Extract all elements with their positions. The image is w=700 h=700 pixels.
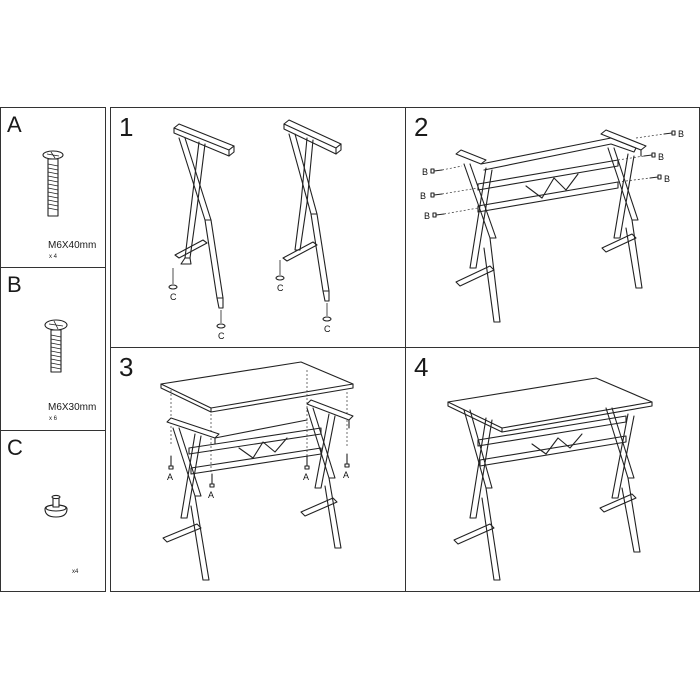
bolt-b-3 [617, 152, 656, 161]
bolt-b-1 [635, 130, 676, 139]
step-1-leg-frames: C C C C [168, 119, 342, 341]
step-1-number: 1 [119, 112, 134, 142]
part-panel-a: A M6X40mm x 4 [0, 107, 106, 268]
label-b-2: B [422, 167, 428, 177]
glide-c-2 [216, 310, 226, 329]
step-3-number: 3 [119, 352, 134, 382]
step-3-panel: 3 A A A A [110, 347, 406, 592]
step-2-frame-assembly: B B B B B B [420, 129, 684, 323]
part-qty-a: x 4 [49, 254, 58, 260]
glide-c-3 [275, 260, 285, 281]
label-b-3: B [658, 152, 664, 162]
label-c-4: C [324, 324, 331, 334]
glide-c-1 [168, 268, 178, 290]
bolt-b-4 [617, 174, 662, 183]
bolt-b-5 [430, 187, 479, 198]
part-size-b: M6X30mm [48, 402, 97, 413]
part-panel-b: B M6X30mm x 6 [0, 267, 106, 431]
step-2-panel: 2 B B B B B B [405, 107, 700, 348]
label-b-1: B [678, 129, 684, 139]
step-2-number: 2 [414, 112, 429, 142]
bolt-m6x30-icon [44, 319, 68, 373]
screw-a-1 [168, 455, 174, 470]
glide-foot-icon [44, 494, 68, 518]
bolt-b-2 [430, 165, 463, 174]
label-a-1: A [167, 472, 173, 482]
screw-a-4 [344, 453, 350, 468]
glide-c-4 [322, 303, 332, 322]
label-b-5: B [420, 191, 426, 201]
part-size-a: M6X40mm [48, 240, 97, 251]
part-letter-b: B [7, 272, 22, 297]
step-3-top-assembly: A A A A [160, 361, 354, 581]
part-qty-c: x4 [72, 569, 79, 575]
bolt-m6x40-icon [42, 150, 64, 217]
step-1-panel: 1 C C C C [110, 107, 406, 348]
part-panel-c: C x4 [0, 430, 106, 592]
screw-a-3 [304, 455, 310, 470]
part-letter-a: A [7, 112, 22, 137]
label-c-2: C [218, 331, 225, 341]
label-a-4: A [343, 470, 349, 480]
part-qty-b: x 6 [49, 416, 58, 422]
step-4-number: 4 [414, 352, 429, 382]
label-a-3: A [303, 472, 309, 482]
label-a-2: A [208, 490, 214, 500]
label-b-4: B [664, 174, 670, 184]
step-4-finished-desk [447, 377, 653, 581]
bolt-b-6 [432, 207, 479, 218]
step-4-panel: 4 [405, 347, 700, 592]
screw-a-2 [209, 473, 215, 488]
label-b-6: B [424, 211, 430, 221]
label-c-1: C [170, 292, 177, 302]
part-letter-c: C [7, 435, 23, 460]
label-c-3: C [277, 283, 284, 293]
